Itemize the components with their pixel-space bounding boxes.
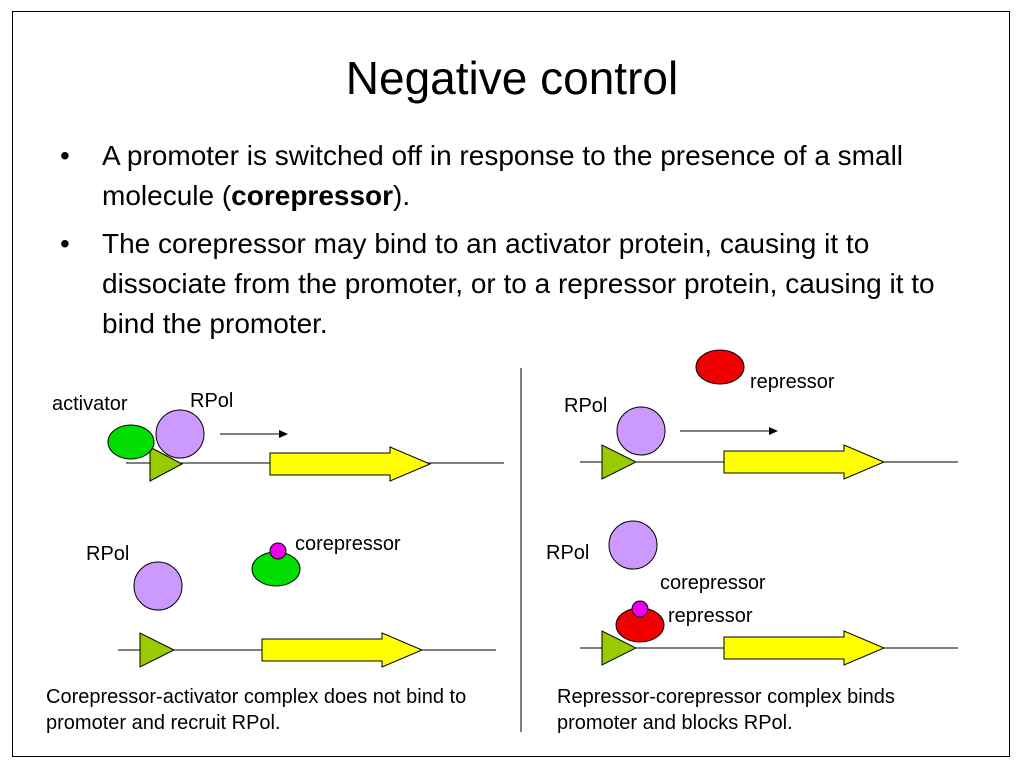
promoter-top-left <box>149 446 184 482</box>
slide-frame <box>12 11 1010 757</box>
gene-arrow-top-left <box>269 446 432 482</box>
repressor-label-bottom: repressor <box>668 605 753 627</box>
bullet-item-2: • The corepressor may bind to an activat… <box>60 224 980 344</box>
corepressor-label-right: corepressor <box>660 572 766 594</box>
promoter-top-right <box>601 444 638 480</box>
bullet-2-text: The corepressor may bind to an activator… <box>102 228 935 339</box>
rpol-circle-bottom-left <box>133 561 183 611</box>
activator-protein <box>107 424 155 460</box>
corepressor-molecule-left <box>269 542 287 560</box>
promoter-bottom-right <box>601 630 638 666</box>
repressor-protein-free <box>695 349 745 385</box>
transcription-arrowhead-left <box>279 430 288 438</box>
gene-arrow-top-right <box>723 444 886 480</box>
bullet-1-text: A promoter is switched off in response t… <box>102 140 904 211</box>
rpol-circle-top-right <box>616 406 666 456</box>
bullet-1-tail: ). <box>393 180 411 211</box>
repressor-label-top: repressor <box>750 371 835 393</box>
transcription-arrowhead-right <box>769 427 778 435</box>
rpol-circle-bottom-right <box>608 520 658 570</box>
corepressor-label-left: corepressor <box>295 533 401 555</box>
gene-arrow-bottom-right <box>723 630 886 666</box>
bullet-marker: • <box>60 228 70 259</box>
rpol-label-top-right: RPol <box>564 395 607 417</box>
rpol-label-top-left: RPol <box>190 390 233 412</box>
bullet-1-bold: corepressor <box>231 180 394 211</box>
caption-left: Corepressor-activator complex does not b… <box>46 686 467 734</box>
rpol-label-bottom-left: RPol <box>86 543 129 565</box>
bullet-list: • A promoter is switched off in response… <box>60 136 980 352</box>
gene-arrow-bottom-left <box>261 632 424 668</box>
slide-title: Negative control <box>345 52 679 104</box>
activator-label: activator <box>52 393 128 415</box>
rpol-label-bottom-right: RPol <box>546 542 589 564</box>
rpol-circle-top-left <box>155 409 205 459</box>
bullet-item-1: • A promoter is switched off in response… <box>60 136 980 216</box>
promoter-bottom-left <box>139 632 176 668</box>
caption-right: Repressor-corepressor complex binds prom… <box>557 686 895 734</box>
bullet-marker: • <box>60 140 70 171</box>
corepressor-molecule-right <box>631 600 649 618</box>
